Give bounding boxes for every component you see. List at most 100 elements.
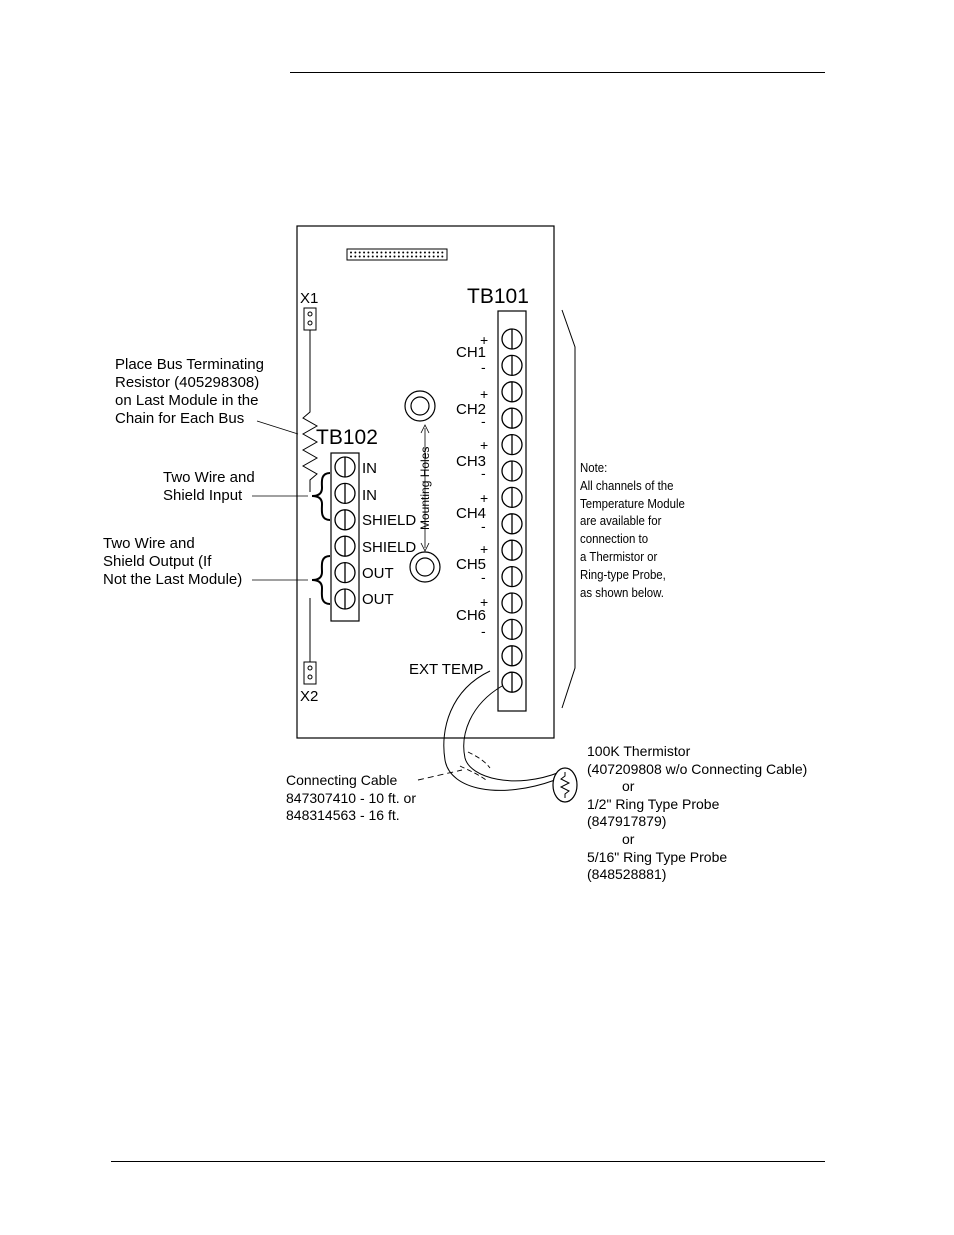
connector-pin bbox=[402, 255, 405, 258]
connector-pin bbox=[363, 251, 366, 254]
connector-pin bbox=[380, 251, 383, 254]
connector-pin bbox=[358, 251, 361, 254]
connector-pin bbox=[397, 255, 400, 258]
connector-pin bbox=[410, 255, 413, 258]
tb101-screw-terminal bbox=[501, 328, 523, 350]
connector-pin bbox=[415, 251, 418, 254]
tb101-screw-terminal bbox=[501, 618, 523, 641]
connector-pin bbox=[437, 251, 439, 254]
mounting-holes-label: Mounting Holes bbox=[418, 446, 432, 530]
connector-pin bbox=[389, 251, 392, 254]
ch2-plus: + bbox=[480, 386, 489, 402]
connector-pin bbox=[354, 251, 357, 254]
connector-pin bbox=[441, 255, 444, 258]
ch6-plus: + bbox=[480, 594, 489, 610]
note-callout: Note: All channels of the Temperature Mo… bbox=[580, 460, 685, 600]
tb101-screw-terminal bbox=[501, 671, 523, 693]
ch5-label: CH5 bbox=[456, 556, 487, 573]
connector-pin bbox=[363, 255, 366, 258]
tb101-screw-terminal bbox=[501, 486, 523, 509]
tb101-screw-terminal bbox=[501, 460, 523, 482]
connector-pin bbox=[380, 255, 383, 258]
tb101-block bbox=[497, 310, 527, 712]
tb102-terminal-6: OUT bbox=[362, 591, 394, 608]
ch1-minus: - bbox=[481, 359, 486, 375]
tb101-screw-terminal bbox=[501, 645, 523, 667]
ext-temp-label: EXT TEMP bbox=[409, 661, 484, 678]
ch1-label: CH1 bbox=[456, 344, 487, 361]
connector-pin bbox=[410, 251, 413, 254]
tb102-screw-terminal bbox=[334, 482, 356, 505]
tb102-terminal-5: OUT bbox=[362, 565, 394, 582]
connector-pin bbox=[432, 251, 435, 254]
connector-pin bbox=[393, 251, 396, 254]
ch4-label: CH4 bbox=[456, 505, 487, 522]
connector-pin bbox=[437, 255, 439, 258]
tb101-screw-terminal bbox=[501, 565, 523, 588]
ch4-plus: + bbox=[480, 490, 489, 506]
connector-pin bbox=[376, 255, 379, 258]
connector-pin bbox=[406, 251, 409, 254]
ch3-plus: + bbox=[480, 437, 489, 453]
tb102-terminal-1: IN bbox=[362, 460, 377, 477]
ch2-minus: - bbox=[481, 413, 486, 429]
tb102-terminal-3: SHIELD bbox=[362, 512, 417, 529]
connector-pin bbox=[367, 251, 370, 254]
connector-pin bbox=[384, 251, 387, 254]
ch3-label: CH3 bbox=[456, 453, 487, 470]
connector-pin bbox=[419, 251, 422, 254]
resistor-callout: Place Bus Terminating Resistor (40529830… bbox=[115, 356, 264, 427]
tb101-screw-terminal bbox=[501, 513, 523, 535]
tb101-screw-terminal bbox=[501, 539, 523, 561]
tb102-screw-terminal bbox=[334, 456, 356, 478]
ch3-minus: - bbox=[481, 465, 486, 481]
connector-pin bbox=[350, 251, 352, 254]
x2-label: X2 bbox=[300, 688, 319, 705]
connector-pin bbox=[384, 255, 387, 258]
connector-pin bbox=[367, 255, 370, 258]
connector-pin bbox=[376, 251, 379, 254]
top-rule bbox=[290, 72, 825, 73]
tb102-screw-terminal bbox=[334, 535, 356, 557]
ch6-minus: - bbox=[481, 623, 486, 639]
connector-pin bbox=[371, 251, 374, 254]
connecting-cable bbox=[443, 670, 556, 791]
ribbon-connector bbox=[346, 248, 448, 261]
connector-pin bbox=[423, 255, 426, 258]
connector-pin bbox=[423, 251, 426, 254]
ch1-plus: + bbox=[480, 332, 489, 348]
connector-pin bbox=[415, 255, 418, 258]
connector-pin bbox=[354, 255, 357, 258]
bottom-rule bbox=[111, 1161, 825, 1162]
connector-pin bbox=[419, 255, 422, 258]
connector-pin bbox=[402, 251, 405, 254]
mounting-hole-upper bbox=[404, 390, 436, 422]
tb101-screw-terminal bbox=[501, 354, 523, 377]
tb102-terminal-4: SHIELD bbox=[362, 539, 417, 556]
tb101-screw-terminal bbox=[501, 592, 523, 614]
terminating-resistor bbox=[301, 400, 319, 492]
connector-pin bbox=[350, 255, 352, 258]
ch5-plus: + bbox=[480, 541, 489, 557]
x1-label: X1 bbox=[300, 290, 319, 307]
connector-pin bbox=[358, 255, 361, 258]
connector-pin bbox=[389, 255, 392, 258]
connector-pin bbox=[371, 255, 374, 258]
output-callout: Two Wire and Shield Output (If Not the L… bbox=[103, 535, 243, 588]
cable-callout: Connecting Cable 847307410 - 10 ft. or 8… bbox=[286, 772, 416, 824]
note-bracket bbox=[561, 309, 576, 709]
x2-jumper bbox=[303, 661, 317, 685]
connector-pin bbox=[393, 255, 396, 258]
connector-pin bbox=[397, 251, 400, 254]
tb102-terminal-2: IN bbox=[362, 487, 377, 504]
tb102-screw-terminal bbox=[334, 588, 356, 610]
thermistor-probe bbox=[552, 767, 578, 803]
tb102-screw-terminal bbox=[334, 509, 356, 531]
ch6-label: CH6 bbox=[456, 607, 487, 624]
connector-pin bbox=[428, 255, 431, 258]
tb101-screw-terminal bbox=[501, 381, 523, 403]
ch5-minus: - bbox=[481, 569, 486, 585]
connector-pin bbox=[441, 251, 444, 254]
probe-callout: 100K Thermistor (407209808 w/o Connectin… bbox=[587, 743, 808, 883]
